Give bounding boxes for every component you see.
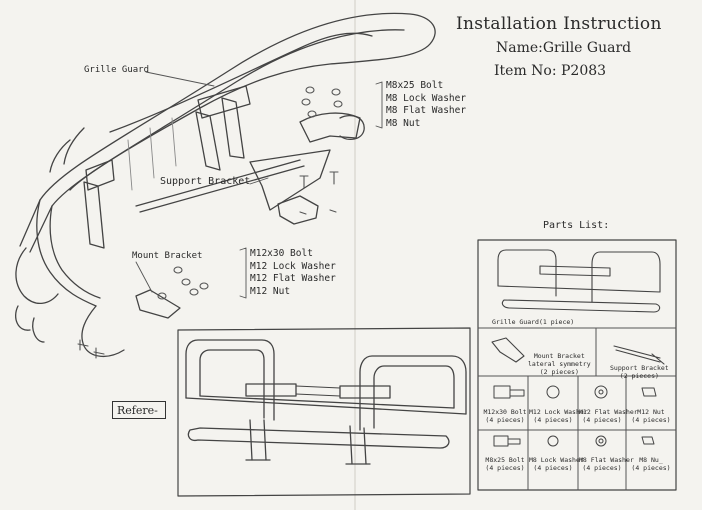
leader-mount-bracket [135,261,153,293]
m8-hardware [299,86,343,215]
caption-line: M12x30 Bolt [483,408,527,416]
parts-caption-m8-lock-washer: M8 Lock Washer (4 pieces) [529,456,584,472]
caption-line: (4 pieces) [485,464,525,472]
parts-list-title: Parts List: [543,220,610,231]
parts-support-bracket-thumb [613,345,665,365]
hardware-item: M8x25 Bolt [386,80,444,91]
leader-m8-brace [375,81,383,129]
mount-bracket-bottom [135,289,181,319]
parts-caption-m12-flat-washer: M12 Flat Washer (4 pieces) [579,408,638,424]
parts-caption-m12-lock-washer: M12 Lock Washer (4 pieces) [529,408,588,424]
callout-grille-guard: Grille Guard [84,65,150,75]
parts-panel-border [477,239,677,491]
guard-lower-tube [36,199,97,307]
hardware-item: M12 Lock Washer [250,260,336,272]
caption-line: (4 pieces) [533,464,573,472]
caption-line: (4 pieces) [582,464,622,472]
caption-line: M12 Flat Washer [579,408,638,416]
support-tab [277,195,319,225]
guard-left-tube [49,127,85,173]
guard-top-tube [39,12,436,201]
hardware-item: M12 Nut [250,285,291,297]
support-plate [249,149,331,211]
guard-cross-tube [109,32,373,133]
caption-line: (4 pieces) [582,416,622,424]
caption-line: M8 Nu_ [639,456,663,464]
caption-line: M8 Flat Washer [579,456,634,464]
reference-guard-drawing [185,339,467,465]
document-title: Installation Instruction [456,14,662,34]
caption-line: (4 pieces) [631,464,671,472]
frame-bump-left [15,305,45,343]
hardware-item: M8 Nut [386,117,421,129]
leader-support-bracket [249,177,269,185]
parts-mount-bracket-thumb [491,337,525,363]
parts-col-divider-b [527,375,627,491]
parts-caption-m8-nut: M8 Nu_ (4 pieces) [627,456,675,472]
parts-caption-grille-guard: Grille Guard(1 piece) [492,318,575,326]
parts-caption-m12-nut: M12 Nut (4 pieces) [627,408,675,424]
guard-lower-tube-inner [49,205,101,299]
caption-line: M12 Nut [637,408,665,416]
upright-bar-left [85,159,115,191]
mount-tab-ring [339,115,365,141]
caption-line: Mount Bracket [533,352,585,360]
upright-left [83,181,105,249]
caption-line: (4 pieces) [533,416,573,424]
item-number: Item No: P2083 [494,63,607,79]
upright-mid [195,111,221,171]
upright-right [221,97,245,159]
callout-support-bracket: Support Bracket [160,176,251,187]
caption-line: M8x25 Bolt [485,456,525,464]
parts-caption-m8-flat-washer: M8 Flat Washer (4 pieces) [579,456,634,472]
product-name: Name:Grille Guard [496,40,632,56]
hardware-item: M12 Flat Washer [250,273,336,284]
upright-bar [197,85,251,119]
parts-guard-thumb [497,249,661,313]
guard-side-hoop [15,247,59,304]
caption-line: (4 pieces) [631,416,671,424]
parts-caption-mount-bracket: Mount Bracket lateral symmetry (2 pieces… [528,352,591,376]
support-rod [135,159,305,213]
hardware-list-m8: M8x25 Bolt M8 Lock Washer M8 Flat Washer… [386,80,466,130]
reference-panel-border [177,327,471,497]
parts-caption-m12-bolt: M12x30 Bolt (4 pieces) [482,408,528,424]
hardware-item: M8 Flat Washer [386,105,467,116]
page-fold [354,0,356,510]
parts-caption-support-bracket: Support Bracket (2 pieces) [610,364,669,380]
caption-line: Support Bracket [610,364,669,372]
caption-line: (4 pieces) [485,416,525,424]
guard-frame-front [19,199,53,253]
caption-line: (2 pieces) [619,372,659,380]
reference-label: Refere- [112,401,166,419]
hardware-item: M12x30 Bolt [250,248,313,259]
mount-tab-top [299,112,361,143]
caption-line: M12 Lock Washer [529,408,588,416]
guard-end-hoop [81,305,125,357]
caption-line: M8 Lock Washer [529,456,584,464]
m12-hardware [77,266,209,359]
caption-line: lateral symmetry [528,360,591,368]
caption-line: (2 pieces) [539,368,579,376]
grille-mesh [127,117,177,191]
callout-mount-bracket: Mount Bracket [132,251,203,261]
hardware-item: M8 Lock Washer [386,92,467,104]
parts-hardware-thumbs [493,385,657,447]
leader-grille-guard [145,71,215,87]
hardware-list-m12: M12x30 Bolt M12 Lock Washer M12 Flat Was… [250,248,336,298]
parts-caption-m8-bolt: M8x25 Bolt (4 pieces) [482,456,528,472]
leader-m12-brace [239,247,247,299]
